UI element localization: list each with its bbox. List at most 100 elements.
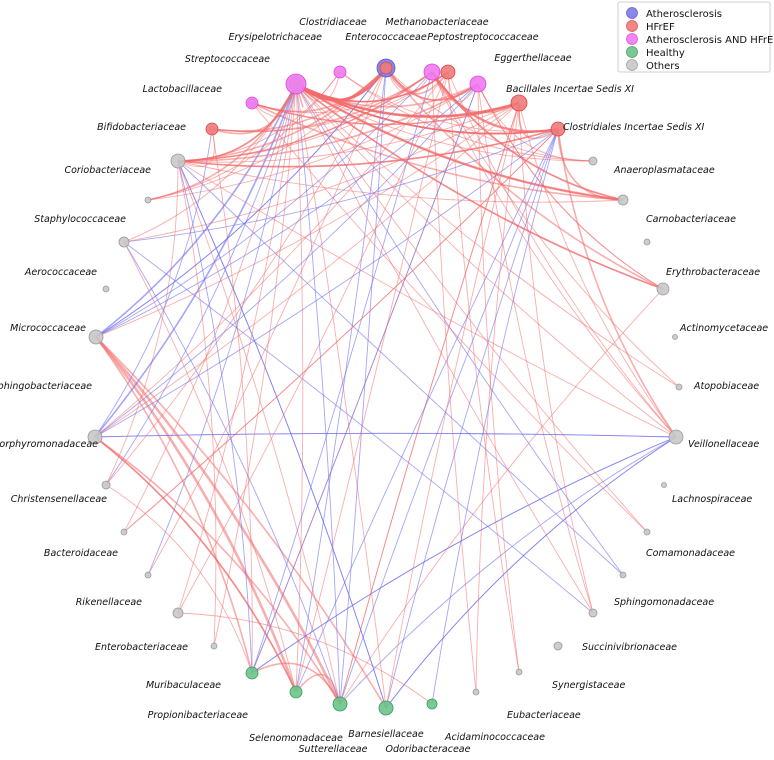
edge: [211, 83, 297, 135]
edge: [251, 71, 433, 674]
edge: [94, 128, 559, 438]
edge: [385, 128, 559, 709]
edge: [177, 71, 433, 162]
edge: [177, 160, 253, 674]
edge: [251, 83, 479, 674]
edge: [123, 241, 341, 705]
edge: [477, 83, 594, 614]
node-label: Christensenellaceae: [11, 494, 107, 505]
edge: [123, 128, 559, 533]
edge: [177, 160, 624, 203]
legend-marker-healthy: [626, 46, 638, 58]
edge: [339, 67, 387, 705]
legend-marker-hfref: [626, 20, 638, 32]
edge: [431, 71, 677, 438]
edge: [295, 83, 680, 388]
node-lachnospiraceae: [643, 528, 651, 536]
node-label: Muribaculaceae: [146, 680, 221, 691]
node-label: Enterobacteriaceae: [95, 642, 188, 653]
node-synergistaceae: [472, 688, 480, 696]
node-label: Barnesiellaceae: [348, 729, 424, 740]
edge: [518, 102, 677, 438]
edge: [95, 336, 387, 709]
node-micrococcaceae: [170, 153, 186, 169]
edge: [295, 83, 341, 705]
edge: [147, 83, 479, 201]
node-erythrobacteraceae: [672, 334, 678, 340]
edge: [95, 83, 297, 338]
edge: [475, 102, 520, 693]
edge: [105, 484, 253, 674]
edge: [431, 71, 680, 388]
node-christensenellaceae: [102, 285, 110, 293]
edge: [95, 67, 387, 338]
node-label: Eubacteriaceae: [507, 710, 581, 721]
node-label: Anaeroplasmataceae: [613, 165, 715, 176]
node-label: Staphylococcaceae: [34, 214, 126, 225]
node-atopobiaceae: [668, 429, 684, 445]
node-label: Odoribacteraceae: [386, 744, 471, 755]
node-label: Bacteroidaceae: [44, 548, 118, 559]
node-unlabeled-28: [87, 429, 103, 445]
node-peptostreptococcaceae: [510, 94, 528, 112]
node-label: Succinivibrionaceae: [582, 642, 677, 653]
edge: [518, 102, 594, 614]
node-label: Enterococcaceae: [345, 32, 427, 43]
node-bifidobacteriaceae: [423, 63, 441, 81]
node-unlabeled-6: [643, 238, 651, 246]
edge: [94, 83, 479, 438]
node-veillonellaceae: [661, 482, 667, 488]
node-sphingomonadaceae: [588, 608, 598, 618]
edge: [295, 83, 559, 135]
edge: [177, 160, 341, 705]
legend-label-both: Atherosclerosis AND HFrEF: [646, 35, 774, 46]
node-label: Sutterellaceae: [299, 744, 368, 755]
edge: [339, 436, 677, 705]
node-sphingobacteriaceae: [144, 196, 152, 204]
edge: [177, 160, 217, 647]
edge: [251, 102, 520, 126]
node-label: Lachnospiraceae: [672, 494, 752, 505]
edge: [295, 83, 624, 201]
node-sutterellaceae: [245, 666, 259, 680]
edge: [105, 83, 297, 486]
edge: [123, 83, 297, 533]
node-label: Carnobacteriaceae: [646, 214, 736, 225]
node-muribaculaceae: [144, 571, 152, 579]
nodes-layer: [87, 58, 684, 716]
edge: [447, 71, 677, 438]
edge: [431, 128, 559, 705]
node-porphyromonadaceae: [118, 236, 130, 248]
node-enterococcaceae: [379, 61, 393, 75]
node-label: Veillonellaceae: [688, 439, 759, 450]
node-acidaminococcaceae: [378, 700, 394, 716]
edge: [177, 83, 479, 162]
edge: [447, 71, 520, 673]
edge: [477, 83, 664, 290]
node-label: Erysipelotrichaceae: [228, 32, 322, 43]
edge: [94, 436, 297, 693]
edge: [123, 241, 297, 693]
edge: [557, 128, 677, 438]
node-label: Acidaminococcaceae: [444, 732, 545, 743]
edge: [251, 102, 648, 533]
edge: [177, 160, 624, 576]
node-label: Porphyromonadaceae: [0, 439, 98, 450]
edge: [251, 71, 433, 114]
node-label: Clostridiaceae: [299, 17, 367, 28]
node-barnesiellaceae: [289, 685, 303, 699]
node-rikenellaceae: [101, 480, 111, 490]
legend-label-others: Others: [646, 61, 680, 72]
edge: [95, 336, 342, 705]
edge: [94, 71, 449, 438]
edge: [295, 83, 677, 438]
edge: [295, 83, 594, 162]
node-carnobacteriaceae: [656, 282, 670, 296]
edge: [123, 102, 520, 243]
node-label: Propionibacteriaceae: [148, 710, 248, 721]
edge: [177, 128, 559, 168]
edge: [177, 83, 297, 614]
edge: [95, 336, 253, 674]
edge: [177, 160, 387, 709]
